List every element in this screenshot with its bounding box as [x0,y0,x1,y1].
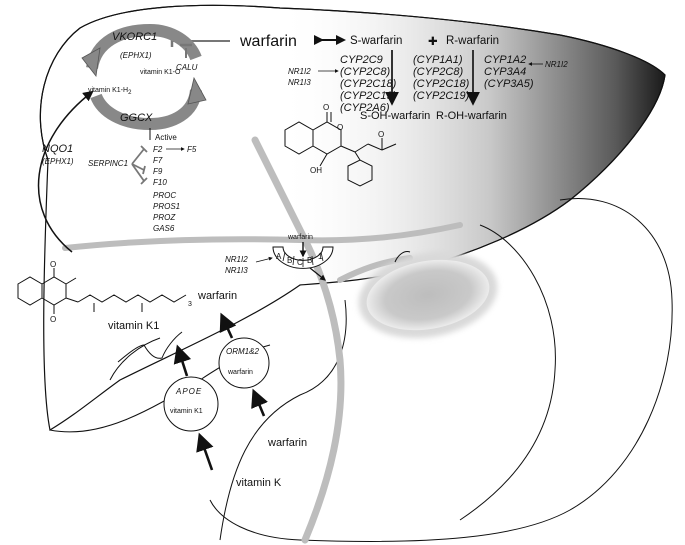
plus-sign: ✚ [428,36,438,48]
vkorc1-label: VKORC1 [112,31,157,43]
apoe-out-arrow [173,344,192,377]
f10-label: F10 [153,178,167,187]
warfarin-molecule [284,112,397,187]
r-enzyme-b-2: CYP3A4 [484,66,526,78]
blood-vitamin-k: vitamin K [236,477,282,489]
top-vessel-stub [394,251,411,263]
orm-out-arrow [219,312,237,339]
molecule-oh: OH [310,166,322,175]
cycle-ephx1-label: (EPHX1) [120,51,152,60]
serpinc1-inhibition [131,145,148,185]
factor-other-4: GAS6 [153,224,175,233]
s-enzyme-2: (CYP2C8) [340,66,390,78]
s-enzyme-3: (CYP2C18) [340,78,397,90]
calu-label: CALU [176,63,198,72]
f7-label: F7 [153,156,163,165]
orm-carrier [218,337,270,389]
cycle-arrowhead-bottom [187,76,207,105]
r-enzyme-a-4: (CYP2C19) [413,90,470,102]
molecule-o3: O [378,130,384,139]
orm-in-arrow [251,388,268,417]
warfarin-main-label: warfarin [239,33,297,50]
nr-top-1: NR1I2 [288,67,311,76]
s-enzyme-4: (CYP2C19) [340,90,397,102]
r-enzyme-a-1: (CYP1A1) [413,54,463,66]
liver-outline [39,4,666,271]
abcb1-letter-1: 1 [318,252,323,261]
apoe-carrier [163,376,219,432]
vessel-outline-2 [109,337,161,381]
abcb1-letter-c: C [297,258,303,267]
nr-right: NR1I2 [545,60,568,69]
vitk1-mol-sub: 3 [188,301,192,308]
abcb1-warfarin: warfarin [287,234,313,241]
blood-warfarin-1: warfarin [197,290,237,302]
s-warfarin-label: S-warfarin [350,35,402,47]
factor-other-3: PROZ [153,213,176,222]
orm-cargo: warfarin [227,369,253,376]
abcb1-letter-b1: B [287,256,292,265]
r-oh-warfarin: R-OH-warfarin [436,110,507,122]
nr-top-2: NR1I3 [288,78,311,87]
abcb1-nr-arrow [255,256,273,263]
cycle-arrowhead-top [81,47,101,77]
r-enzyme-b-3: (CYP3A5) [484,78,534,90]
r-enzyme-a-2: (CYP2C8) [413,66,463,78]
vitamin-k-cycle [81,23,207,131]
cycle-arc-bottom [90,88,202,131]
abcb1-letter-a: A [276,252,282,261]
s-oh-warfarin: S-OH-warfarin [360,110,430,122]
f5-label: F5 [187,145,197,154]
vitamin-k1-label: vitamin K1 [108,320,159,332]
apoe-cargo: vitamin K1 [170,408,203,415]
orm-label: ORM1&2 [226,347,259,356]
grey-channel-vertical [251,136,345,544]
vessel-outline [219,299,347,541]
f9-label: F9 [153,167,163,176]
gallbladder [366,259,490,331]
abcb1-letter-b2: B [307,256,312,265]
molecule-o1: O [323,103,329,112]
abcb1-nr-2: NR1I3 [225,266,248,275]
lower-lobe-outline [209,198,673,542]
vitk1-mol-o1: O [50,260,56,269]
apoe-in-arrow [196,432,214,471]
nqo1-arrow [37,90,94,253]
blood-warfarin-2: warfarin [267,437,307,449]
abcb1-nr-1: NR1I2 [225,255,248,264]
vitamin-k1-molecule [17,268,187,314]
apoe-label: APOE [175,387,202,396]
nqo1-label: NQO1 [42,143,73,155]
factor-other-1: PROC [153,191,176,200]
r-enzyme-b-1: CYP1A2 [484,54,526,66]
r-enzyme-a-3: (CYP2C18) [413,78,470,90]
serpinc1-label: SERPINC1 [88,159,128,168]
vitk1-mol-o2: O [50,315,56,324]
ggcx-label: GGCX [120,112,153,124]
vitamin-k1-h2-label: vitamin K1-H2 [88,87,132,96]
f2-label: F2 [153,145,163,154]
s-enzyme-1: CYP2C9 [340,54,383,66]
active-label: Active [155,133,177,142]
cell-barrier [117,331,183,363]
molecule-o2: O [337,123,343,132]
s-enzyme-5: (CYP2A6) [340,102,390,114]
abcb1-out-arrow [309,267,326,281]
abcb1-transporter [272,246,334,269]
factor-other-2: PROS1 [153,202,180,211]
vitamin-k1-o-label: vitamin K1-O [140,69,181,76]
right-lobe-outline [459,224,556,521]
grey-channel-horizontal [62,222,463,251]
k1h2-subscript: 2 [128,90,132,96]
nqo1-ephx1: (EPHX1) [42,157,74,166]
r-warfarin-label: R-warfarin [446,35,499,47]
